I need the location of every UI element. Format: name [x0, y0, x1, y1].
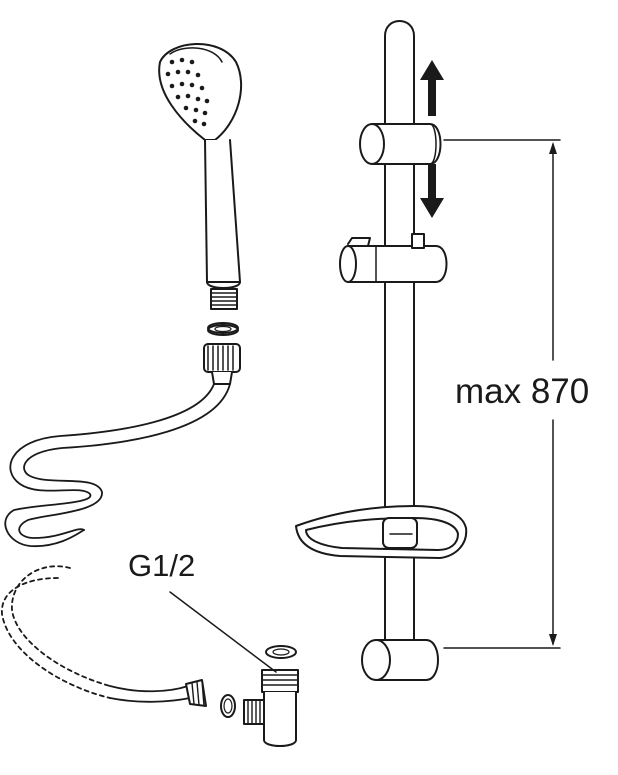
thread-leader-line	[169, 591, 277, 673]
spray-nozzles	[165, 57, 210, 127]
hand-shower	[158, 43, 243, 310]
soap-dish	[295, 505, 468, 559]
hose-washer	[207, 322, 239, 336]
arrow-down-icon	[420, 164, 444, 218]
lower-wall-bracket	[361, 639, 439, 681]
wall-connector	[243, 645, 299, 747]
arrow-up-icon	[420, 60, 444, 116]
hose-nut	[203, 343, 241, 385]
max-height-label: max 870	[455, 372, 590, 411]
o-ring	[220, 694, 236, 718]
shower-holder-slider	[339, 233, 448, 283]
hose-end-fitting	[185, 679, 207, 707]
height-dimension	[443, 139, 561, 649]
upper-wall-bracket	[359, 123, 442, 165]
shower-hose	[1, 383, 231, 703]
thread-size-label: G1/2	[128, 548, 196, 583]
slide-rail	[384, 20, 415, 681]
